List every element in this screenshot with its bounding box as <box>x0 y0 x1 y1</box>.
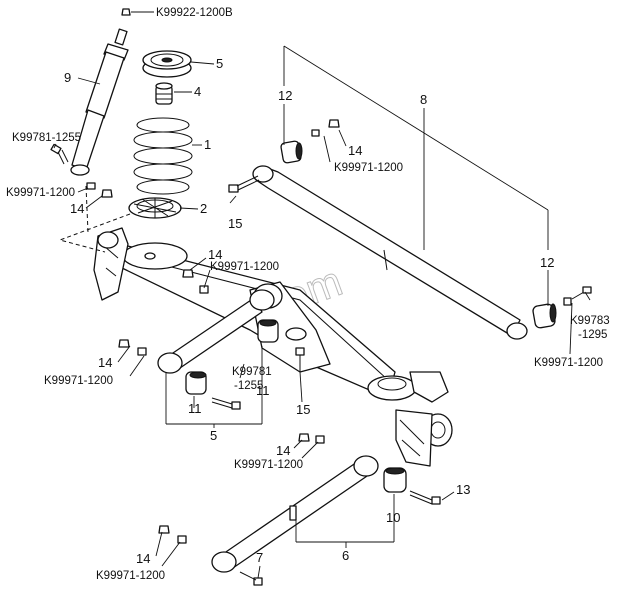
lower-spring-seat <box>128 197 182 219</box>
label-part-11-a: 11 <box>188 401 202 416</box>
label-k99971-e: K99971-1200 <box>44 375 113 387</box>
nut-lower-left <box>158 525 170 534</box>
label-part-14-c: 14 <box>208 247 222 262</box>
label-part-9: 9 <box>64 70 71 85</box>
label-k99781-b1: K99781 <box>232 366 272 378</box>
label-part-14-f: 14 <box>136 551 150 566</box>
label-part-14-b: 14 <box>348 143 362 158</box>
shock-absorber <box>70 28 129 176</box>
label-part-14-e: 14 <box>276 443 290 458</box>
label-k99971-a: K99971-1200 <box>6 187 75 199</box>
spring-mount-guide <box>58 213 131 253</box>
label-part-10: 10 <box>386 510 400 525</box>
lateral-rod-bushing-left <box>280 119 340 164</box>
label-part-15-b: 15 <box>296 402 310 417</box>
coil-spring <box>133 117 193 195</box>
label-k99781-b2: -1255 <box>234 380 263 392</box>
label-k99971-b: K99971-1200 <box>334 162 403 174</box>
label-part-14-a: 14 <box>70 201 84 216</box>
label-k99971-f: K99971-1200 <box>234 459 303 471</box>
label-part-15-a: 15 <box>228 216 242 231</box>
label-k99971-d: K99971-1200 <box>534 357 603 369</box>
callout-labels: K99922-1200B 9 5 4 1 K99781-1255 K99971-… <box>6 7 610 582</box>
label-k99781-a: K99781-1255 <box>12 132 81 144</box>
axle-bracket-bolt <box>295 347 305 372</box>
label-k99783-a: K99783 <box>570 315 610 327</box>
label-part-4: 4 <box>194 84 201 99</box>
washer-axle-top <box>199 285 209 294</box>
shock-lower-bolt <box>50 143 113 198</box>
lateral-rod <box>252 165 528 340</box>
shock-mount-guide <box>85 185 89 233</box>
label-k99922: K99922-1200B <box>156 7 233 19</box>
label-part-6: 6 <box>342 548 349 563</box>
label-part-11-b: 11 <box>256 383 270 398</box>
label-k99783-b: -1295 <box>578 329 607 341</box>
leader-lines <box>53 11 591 579</box>
label-part-7: 7 <box>256 550 263 565</box>
label-part-13: 13 <box>456 482 470 497</box>
label-part-12-right: 12 <box>540 255 554 270</box>
lateral-rod-bolt <box>228 175 260 193</box>
label-k99971-c: K99971-1200 <box>210 261 279 273</box>
upper-control-arm <box>118 289 279 410</box>
label-part-2: 2 <box>200 201 207 216</box>
top-nut <box>121 8 131 16</box>
label-part-5-top: 5 <box>216 56 223 71</box>
bump-stop <box>155 82 173 105</box>
lower-control-arm <box>211 433 441 573</box>
label-part-8: 8 <box>420 92 427 107</box>
label-part-12-top: 12 <box>278 88 292 103</box>
label-part-1: 1 <box>204 137 211 152</box>
label-part-5-bottom: 5 <box>210 428 217 443</box>
upper-spring-seat <box>142 50 192 78</box>
washer-lower-left <box>177 535 187 544</box>
label-k99971-g: K99971-1200 <box>96 570 165 582</box>
label-part-14-d: 14 <box>98 355 112 370</box>
lateral-rod-bushing-right <box>532 286 592 329</box>
nut-axle-top <box>182 269 194 278</box>
